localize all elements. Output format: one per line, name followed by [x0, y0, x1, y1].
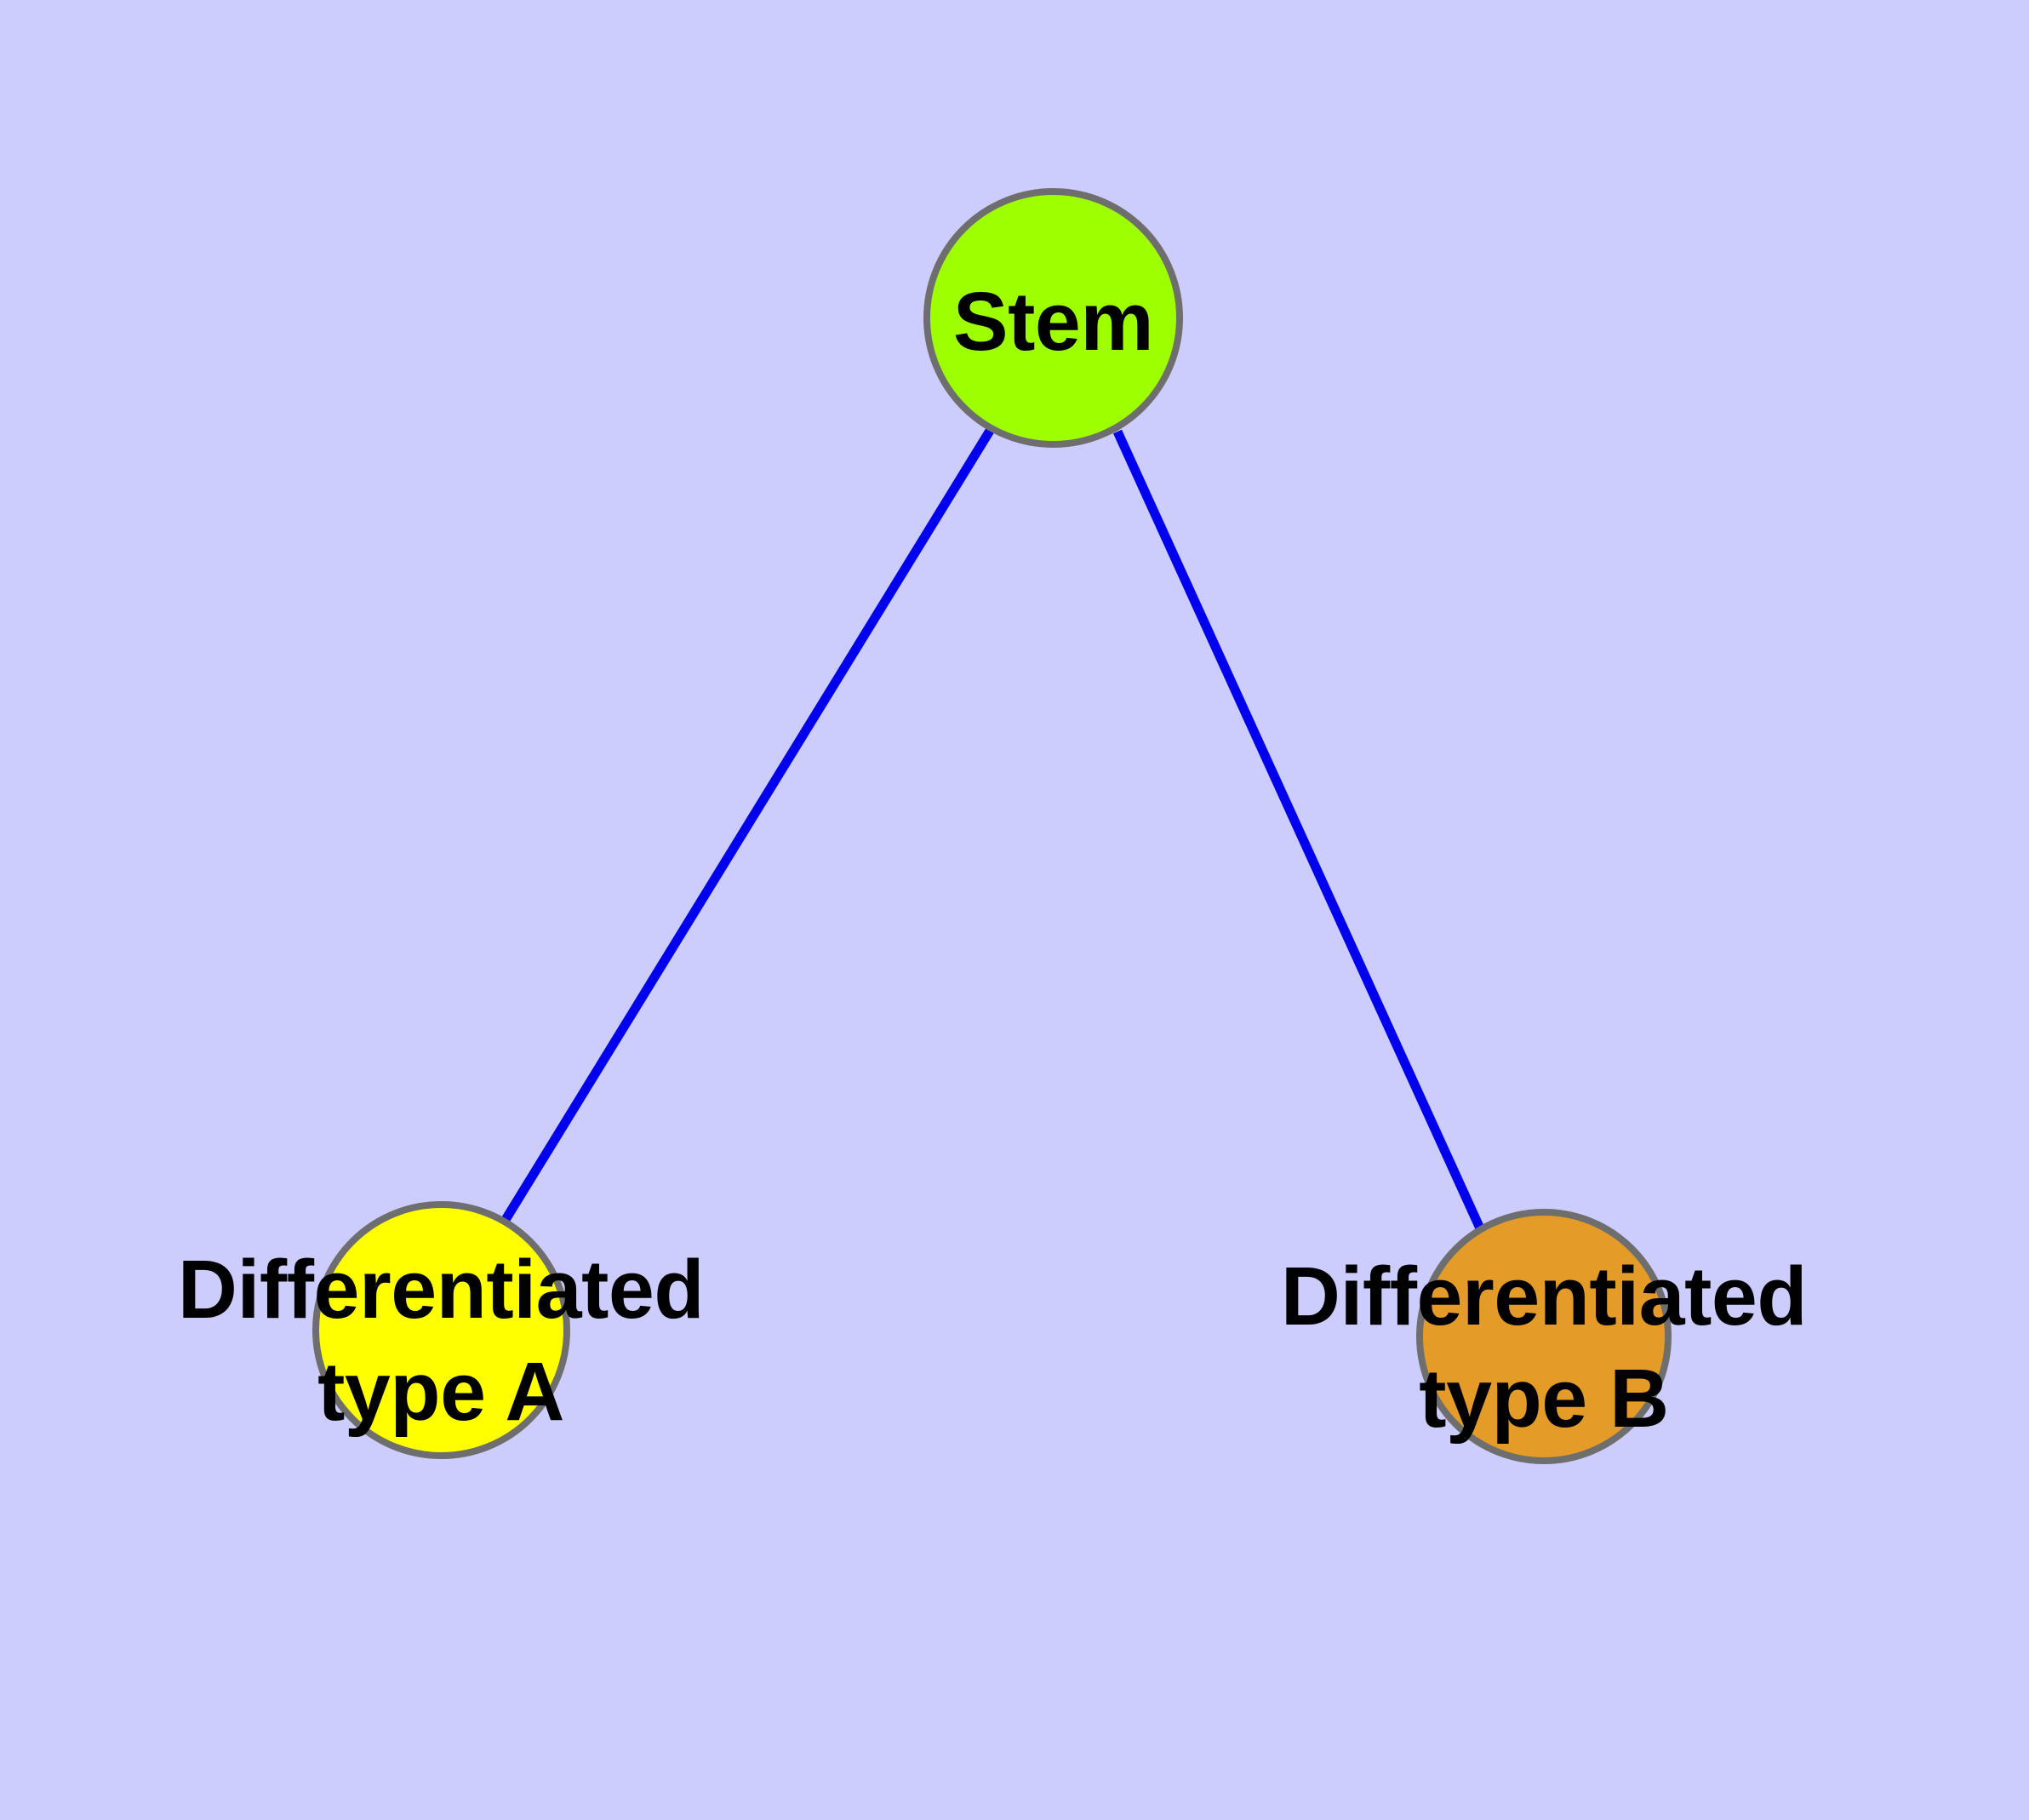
node-stem[interactable]: [923, 188, 1183, 448]
edge-stem-to-diff-b[interactable]: [1112, 429, 1485, 1231]
node-differentiated-type-a[interactable]: [312, 1201, 570, 1459]
node-differentiated-type-b[interactable]: [1416, 1209, 1672, 1464]
edge-stem-to-diff-a[interactable]: [500, 428, 994, 1225]
